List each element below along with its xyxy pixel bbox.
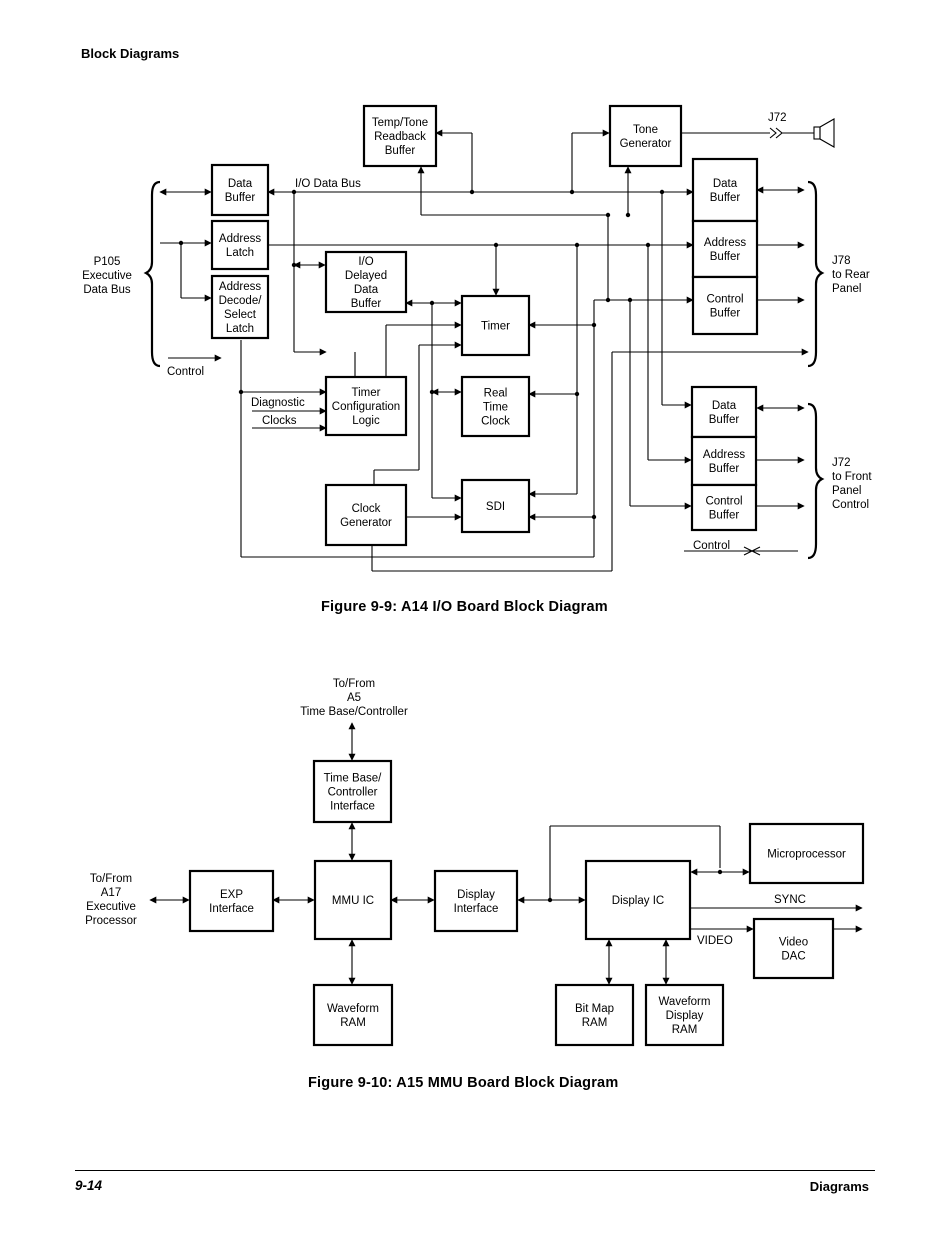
- clocks-label: Clocks: [262, 415, 297, 427]
- page-header: Block Diagrams: [81, 46, 180, 61]
- microprocessor-label: Microprocessor: [767, 849, 846, 861]
- junction-dots: [178, 189, 665, 520]
- j72-front-brace: [807, 402, 825, 560]
- io-data-bus-label: I/O Data Bus: [295, 178, 361, 190]
- mmu-ic-label: MMU IC: [332, 895, 374, 907]
- io-data-bus-wires: [159, 127, 814, 572]
- figure-9-10-caption: Figure 9-10: A15 MMU Board Block Diagram: [308, 1075, 619, 1091]
- display-ic: Display IC: [584, 859, 692, 941]
- video-label: VIDEO: [697, 935, 733, 947]
- control-right-label: Control: [693, 540, 730, 552]
- figure-9-9-caption: Figure 9-9: A14 I/O Board Block Diagram: [321, 599, 608, 615]
- j78-brace: [807, 180, 825, 368]
- footer-rule: [75, 1170, 875, 1171]
- j72-speaker-label: J72: [768, 112, 787, 124]
- display-ic-label: Display IC: [612, 895, 664, 907]
- timer: Timer: [460, 294, 531, 357]
- sdi-label: SDI: [486, 501, 505, 513]
- p105-brace: [143, 180, 161, 368]
- microprocessor: Microprocessor: [748, 822, 865, 885]
- footer-section: Diagrams: [809, 1179, 869, 1194]
- page-number: 9-14: [75, 1178, 103, 1193]
- diagnostic-label: Diagnostic: [251, 397, 305, 409]
- mmu-ic: MMU IC: [313, 859, 393, 941]
- mmu-wires: [149, 722, 863, 985]
- timer-label: Timer: [481, 321, 510, 333]
- control-left-label: Control: [167, 366, 204, 378]
- sync-label: SYNC: [774, 894, 806, 906]
- mmu-junction-dots: [547, 869, 723, 903]
- speaker-icon: [813, 118, 835, 148]
- sdi: SDI: [460, 478, 531, 534]
